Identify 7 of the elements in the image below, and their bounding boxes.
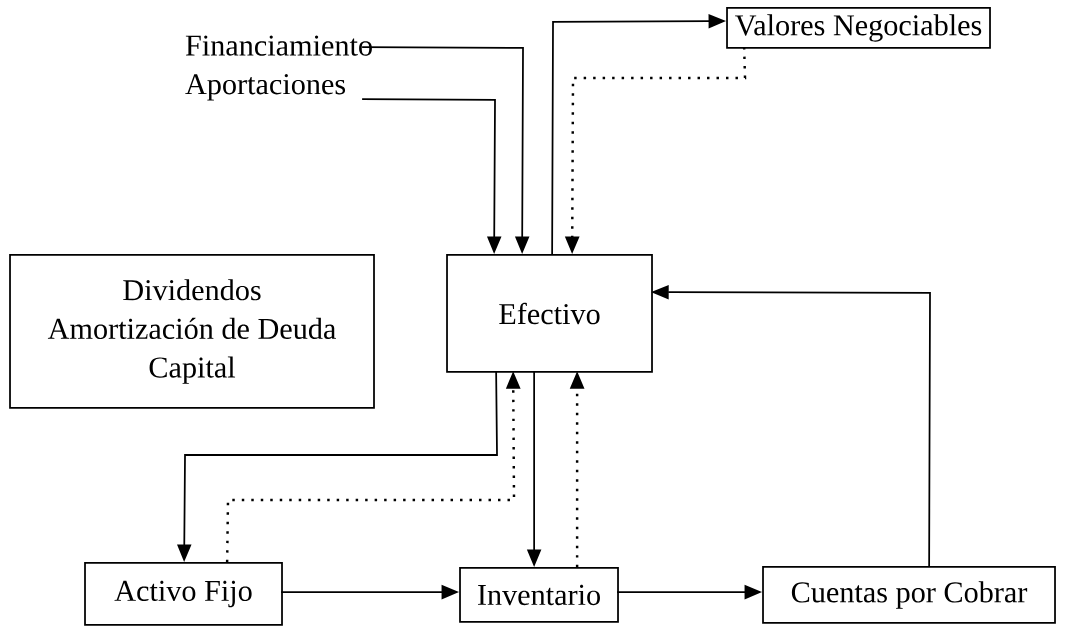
process-box: Dividendos Amortización de Deuda Capital <box>9 254 375 409</box>
process-box: Cuentas por Cobrar <box>762 566 1056 624</box>
process-box: Inventario <box>459 567 619 623</box>
process-box: Valores Negociables <box>726 7 991 49</box>
process-box: Activo Fijo <box>84 562 283 626</box>
process-box: Efectivo <box>446 254 653 373</box>
source-label: Financiamiento Aportaciones <box>185 35 372 101</box>
